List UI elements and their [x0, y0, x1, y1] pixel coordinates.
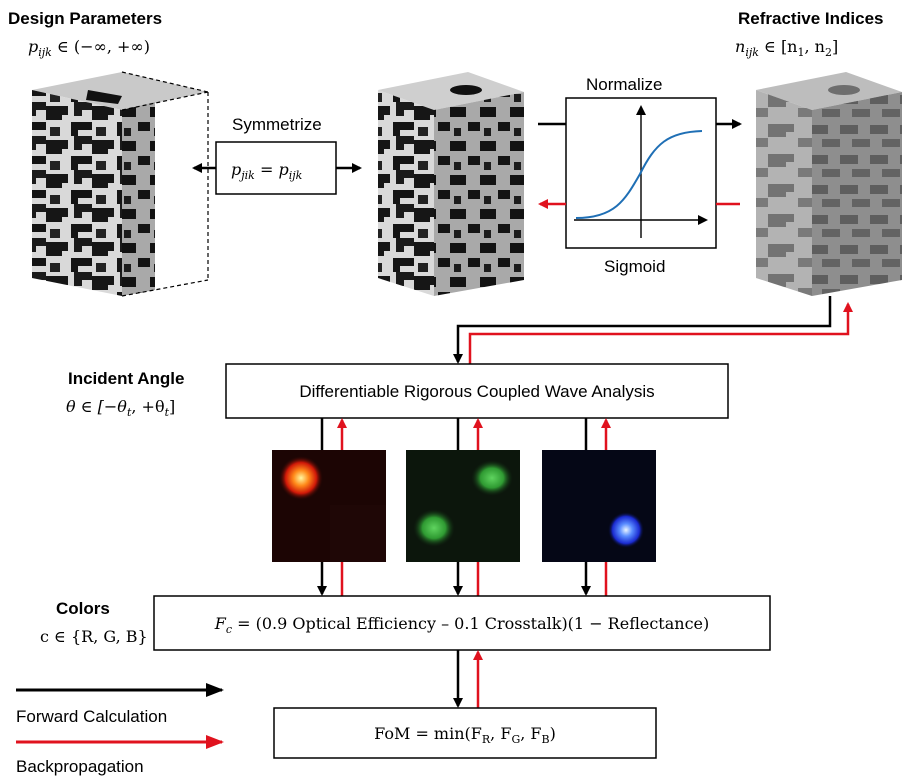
fc-formula: Fc = (0.9 Optical Efficiency – 0.1 Cross… [214, 614, 710, 636]
incident-angle-title: Incident Angle [68, 369, 185, 388]
red-field-map [272, 450, 386, 562]
fom-box [273, 707, 657, 759]
refractive-indices-formula: nijk ∈ [n1, n2] [735, 37, 838, 59]
colors-title: Colors [56, 599, 110, 618]
design-parameters-formula: pijk ∈ (−∞, +∞) [28, 37, 150, 59]
backprop-connector-to-cuboid [468, 302, 853, 364]
symmetrize-label: Symmetrize [232, 115, 322, 134]
symmetrized-cuboid [378, 72, 524, 296]
colors-formula: c ∈ {R, G, B} [40, 627, 148, 646]
rcwa-label: Differentiable Rigorous Coupled Wave Ana… [299, 382, 654, 401]
refractive-indices-title: Refractive Indices [738, 9, 884, 28]
sigmoid-label: Sigmoid [604, 257, 665, 276]
fc-box [153, 595, 771, 651]
legend-forward-label: Forward Calculation [16, 707, 167, 726]
forward-connector-to-rcwa [453, 296, 832, 364]
sigmoid-curve [575, 130, 703, 219]
green-field-map [406, 450, 520, 562]
blue-field-map [542, 450, 656, 562]
rcwa-box [225, 363, 729, 419]
design-parameters-cuboid [32, 71, 209, 297]
incident-angle-formula: θ ∈ [−θt, +θt] [66, 397, 175, 419]
refractive-indices-cuboid [756, 72, 902, 296]
symmetrize-formula: pjik = pijk [231, 160, 303, 182]
normalize-label: Normalize [586, 75, 663, 94]
legend-backprop-label: Backpropagation [16, 757, 144, 776]
design-parameters-title: Design Parameters [8, 9, 162, 28]
fom-formula: FoM = min(FR, FG, FB) [374, 724, 556, 746]
